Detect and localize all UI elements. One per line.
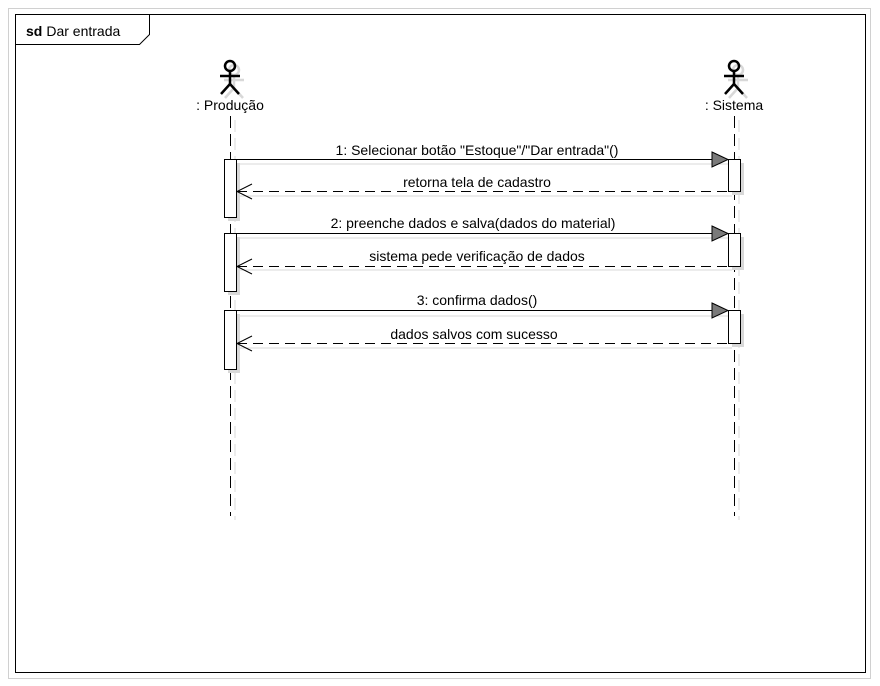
return-message-2: sistema pede verificação de dados xyxy=(235,248,732,275)
actor-sistema: : Sistema xyxy=(705,59,764,113)
lifeline-label: : Sistema xyxy=(705,97,764,113)
open-arrow-icon xyxy=(235,335,253,352)
actor-icon xyxy=(724,59,748,99)
message-label: sistema pede verificação de dados xyxy=(369,248,585,264)
message-label: 2: preenche dados e salva(dados do mater… xyxy=(331,215,616,231)
actor-icon xyxy=(220,59,244,99)
message-label: 1: Selecionar botão "Estoque"/"Dar entra… xyxy=(336,142,619,158)
arrowhead-icon xyxy=(711,151,730,168)
activation-sistema-1 xyxy=(728,159,744,195)
return-message-3: dados salvos com sucesso xyxy=(235,326,732,352)
frame-tab xyxy=(15,14,150,45)
message-label: dados salvos com sucesso xyxy=(390,326,558,342)
activation-producao-1 xyxy=(224,159,240,221)
message-3: 3: confirma dados() xyxy=(236,292,730,319)
lifeline-label: : Produção xyxy=(196,97,264,113)
actor-producao: : Produção xyxy=(196,59,264,113)
message-1: 1: Selecionar botão "Estoque"/"Dar entra… xyxy=(236,142,730,168)
activation-producao-3 xyxy=(224,310,240,373)
open-arrow-icon xyxy=(235,183,253,200)
activation-sistema-2 xyxy=(728,233,744,270)
open-arrow-icon xyxy=(235,258,253,275)
activation-producao-2 xyxy=(224,233,240,295)
page-border xyxy=(8,8,871,679)
return-message-1: retorna tela de cadastro xyxy=(235,174,732,200)
message-label: retorna tela de cadastro xyxy=(403,174,551,190)
arrowhead-icon xyxy=(711,225,730,242)
arrowhead-icon xyxy=(711,302,730,319)
message-label: 3: confirma dados() xyxy=(417,292,538,308)
activation-sistema-3 xyxy=(728,310,744,347)
message-2: 2: preenche dados e salva(dados do mater… xyxy=(236,215,730,242)
